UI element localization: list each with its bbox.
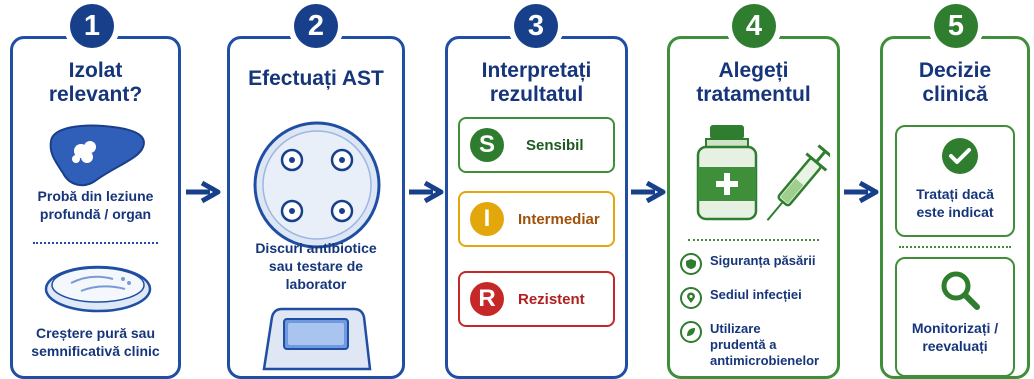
step-2-card: Efectuați AST Discuri antibiotice sau te… (227, 36, 405, 379)
step-1-title: Izolat relevant? (48, 59, 143, 106)
option-treat-label: Tratați dacă este indicat (916, 186, 994, 220)
ast-plate-icon (253, 121, 381, 249)
step-4-card: Alegeți tratamentul Siguranța păsării Se… (667, 36, 840, 379)
divider (899, 246, 1011, 248)
petri-dish-icon (44, 265, 152, 313)
step-3-card: Interpretați rezultatul S Sensibil I Int… (445, 36, 628, 379)
arrow-right-icon (409, 180, 444, 204)
step-1-caption-bottom: Creștere pură sau semnificativă clinic (31, 325, 160, 359)
result-label: Rezistent (518, 290, 585, 308)
step-5-title: Decizie clinică (918, 59, 992, 106)
arrow-right-icon (844, 180, 879, 204)
criterion-prudent-use: Utilizare prudentă a antimicrobienelor (680, 321, 819, 369)
option-monitor: Monitorizați / reevaluați (895, 257, 1015, 377)
step-2-number-badge: 2 (294, 4, 338, 48)
lab-device-icon (262, 307, 372, 371)
liver-icon (49, 124, 145, 187)
medicine-bottle-icon (696, 125, 758, 221)
result-label: Sensibil (526, 136, 584, 154)
checkmark-icon (942, 138, 978, 174)
arrow-right-icon (186, 180, 221, 204)
step-2-caption: Discuri antibiotice sau testare de labor… (255, 240, 377, 292)
step-4-number-badge: 4 (732, 4, 776, 48)
option-treat: Tratați dacă este indicat (895, 125, 1015, 237)
step-3-title: Interpretați rezultatul (481, 59, 592, 106)
location-pin-icon (680, 287, 702, 309)
option-monitor-label: Monitorizați / reevaluați (911, 320, 999, 354)
criterion-bird-safety: Siguranța păsării (680, 253, 815, 275)
divider (688, 239, 819, 241)
step-2-title: Efectuați AST (248, 67, 384, 90)
step-3-number-badge: 3 (514, 4, 558, 48)
result-intermediate: I Intermediar (458, 191, 615, 247)
result-sensitive: S Sensibil (458, 117, 615, 173)
step-4-title: Alegeți tratamentul (696, 59, 811, 106)
result-letter: R (470, 282, 504, 316)
step-5-number-badge: 5 (934, 4, 978, 48)
divider (33, 242, 158, 244)
magnifier-icon (941, 271, 980, 310)
step-1-caption-top: Probă din leziune profundă / organ (37, 188, 154, 222)
result-resistant: R Rezistent (458, 271, 615, 327)
result-letter: S (470, 128, 504, 162)
criterion-infection-site: Sediul infecției (680, 287, 802, 309)
step-1-number-badge: 1 (70, 4, 114, 48)
shield-icon (680, 253, 702, 275)
step-1-card: Izolat relevant? Probă din leziune profu… (10, 36, 181, 379)
result-label: Intermediar (518, 210, 600, 228)
arrow-right-icon (631, 180, 666, 204)
leaf-icon (680, 321, 702, 343)
syringe-icon (766, 144, 830, 221)
step-5-card: Decizie clinică Tratați dacă este indica… (880, 36, 1030, 379)
result-letter: I (470, 202, 504, 236)
